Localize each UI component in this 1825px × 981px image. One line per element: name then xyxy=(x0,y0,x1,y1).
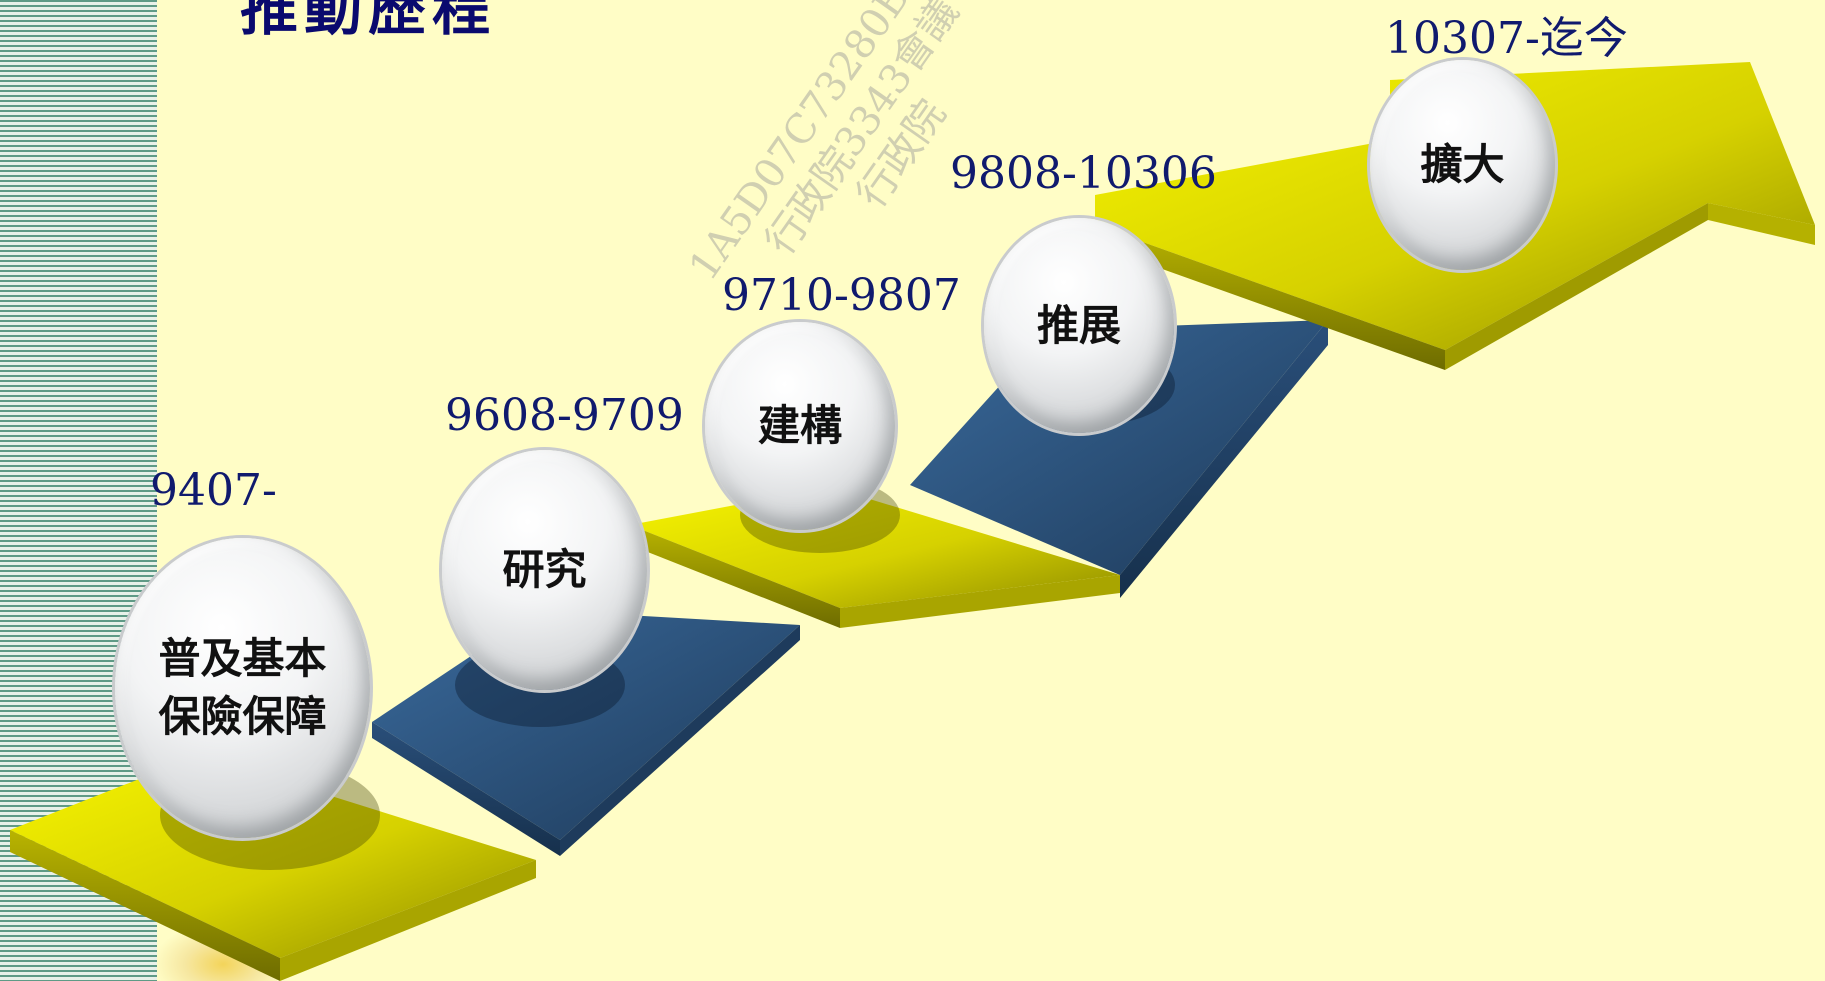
step-2-sphere: 研究 xyxy=(442,450,647,690)
step-3-platform xyxy=(630,487,1120,628)
step-5-date: 10307-迄今 xyxy=(1385,13,1628,64)
step-3-sphere: 建構 xyxy=(705,322,895,530)
step-1-sphere: 普及基本 保險保障 xyxy=(115,538,370,838)
step-5-sphere: 擴大 xyxy=(1370,60,1555,270)
step-4-sphere: 推展 xyxy=(984,218,1174,433)
step-2-date: 9608-9709 xyxy=(445,390,684,441)
slide-title: 推動歷程 xyxy=(240,0,497,43)
step-2-platform xyxy=(372,610,800,856)
step-2-label: 研究 xyxy=(502,545,587,594)
step-4-date: 9808-10306 xyxy=(950,148,1217,199)
step-3-label: 建構 xyxy=(757,401,842,450)
step-1-label: 普及基本 保險保障 xyxy=(158,634,327,741)
step-1-platform xyxy=(10,755,536,981)
step-1-date: 9407- xyxy=(150,465,277,516)
step-5-label: 擴大 xyxy=(1420,140,1505,189)
step-4-label: 推展 xyxy=(1036,300,1121,350)
step-3-date: 9710-9807 xyxy=(722,270,961,321)
